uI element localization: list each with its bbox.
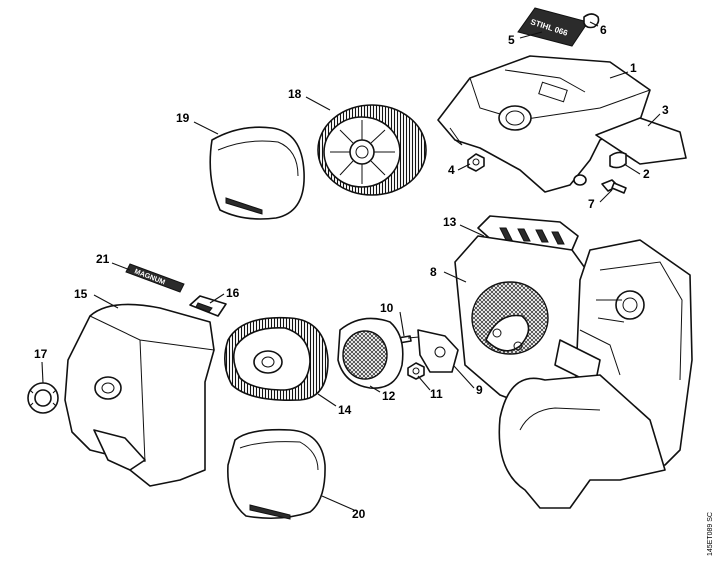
knob-part-17 [27,382,59,414]
callout-13: 13 [443,215,457,229]
callout-4: 4 [448,163,455,177]
callout-7: 7 [588,197,595,211]
nut-part-11 [407,362,425,380]
cover-strip-part-3 [595,117,687,165]
callout-6: 6 [600,23,607,37]
callout-21: 21 [96,252,110,266]
leader-lines [41,21,661,511]
bracket-part-9 [417,329,459,373]
callout-5: 5 [508,33,515,47]
nut-part-4 [467,153,485,172]
filter-cover-part-15 [64,303,215,487]
callout-numbers: 1 2 3 4 5 6 7 8 9 10 11 12 13 14 15 16 1… [34,23,669,521]
callout-10: 10 [380,301,394,315]
filter-part-18 [317,104,427,196]
callout-8: 8 [430,265,437,279]
carburetor-box-part-8 [454,235,591,413]
seal-ring-part-19 [209,126,305,220]
shroud-part-1 [437,55,651,193]
filter-cap-part-12 [337,317,404,389]
callout-11: 11 [430,387,443,401]
callout-17: 17 [34,347,48,361]
callout-16: 16 [226,286,240,300]
callout-3: 3 [662,103,669,117]
callout-2: 2 [643,167,650,181]
callout-9: 9 [476,383,483,397]
engine-housing [498,239,693,509]
callout-1: 1 [630,61,637,75]
stihl-decal: STIHL 066 [517,7,589,47]
callout-19: 19 [176,111,190,125]
callout-12: 12 [382,389,396,403]
callout-20: 20 [352,507,366,521]
magnum-decal: MAGNUM [125,263,185,293]
sleeve-part-2 [609,151,627,169]
grille-part-16 [189,295,227,317]
drawing-code: 145ET089 SC [707,512,714,556]
seal-ring-part-20 [227,428,326,520]
screw-part-7 [601,179,627,194]
callout-14: 14 [338,403,352,417]
flat-filter-part-14 [224,316,329,402]
callout-18: 18 [288,87,302,101]
callout-15: 15 [74,287,88,301]
